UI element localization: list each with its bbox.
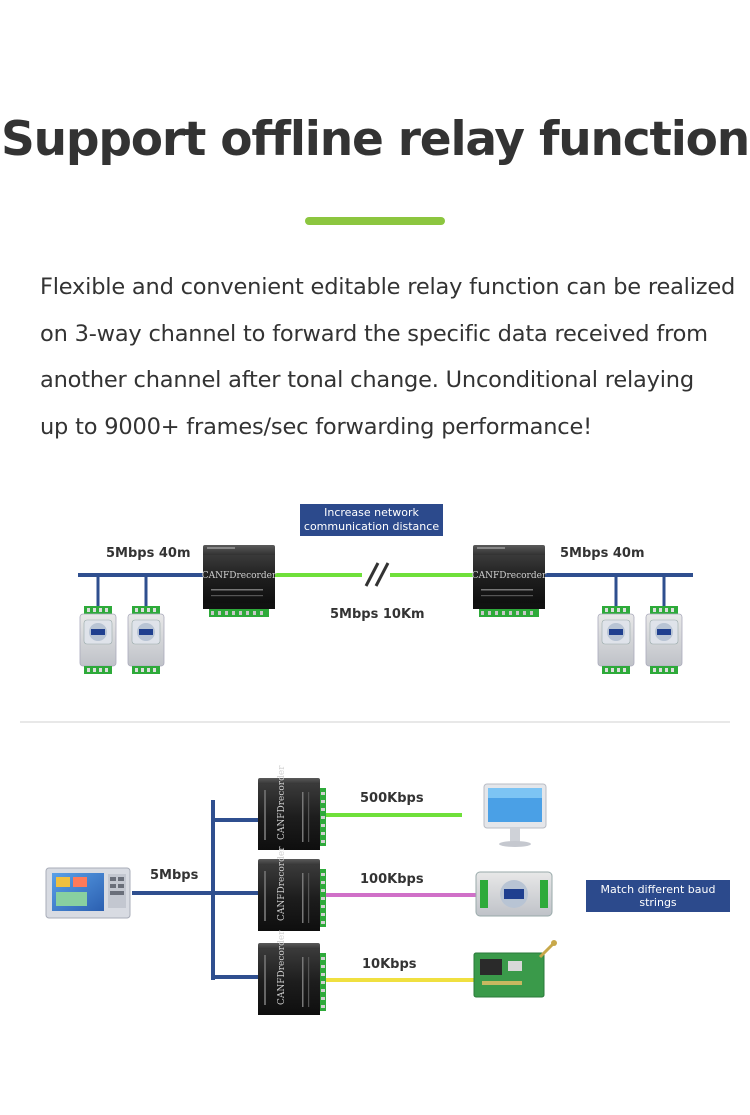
description-line: on 3-way channel to forward the specific… xyxy=(40,320,708,347)
baud-match-callout: Match different baud strings xyxy=(586,880,730,912)
canfd-recorder-icon: CANFDrecorder xyxy=(472,545,547,617)
description-text: Flexible and convenient editable relay f… xyxy=(40,264,736,450)
description-line: Flexible and convenient editable relay f… xyxy=(40,274,736,300)
canfd-recorder-icon: CANFDrecorder xyxy=(258,765,326,850)
callout-line: communication distance xyxy=(303,520,440,533)
page-title: Support offline relay function xyxy=(1,112,750,167)
hmi-panel-icon xyxy=(45,867,131,919)
computer-monitor-icon xyxy=(483,783,547,847)
branch-label-10k: 10Kbps xyxy=(362,957,417,972)
network-distance-callout: Increase network communication distance xyxy=(300,504,443,536)
din-rail-module-icon xyxy=(475,871,553,917)
source-bus-label: 5Mbps xyxy=(150,868,199,883)
branch-label-100k: 100Kbps xyxy=(360,872,424,887)
device-label: CANFDrecorder xyxy=(277,765,287,840)
device-label: CANFDrecorder xyxy=(472,571,547,581)
device-label: CANFDrecorder xyxy=(277,846,287,921)
section-divider xyxy=(20,721,730,723)
din-rail-module-icon xyxy=(597,605,635,675)
title-accent-bar xyxy=(305,217,445,225)
din-rail-module-icon xyxy=(79,605,117,675)
wireless-board-icon xyxy=(473,940,557,998)
device-label: CANFDrecorder xyxy=(277,930,287,1005)
callout-line: Increase network xyxy=(324,506,419,519)
din-rail-module-icon xyxy=(127,605,165,675)
description-line: up to 9000+ frames/sec forwarding perfor… xyxy=(40,413,592,440)
canfd-recorder-icon: CANFDrecorder xyxy=(258,930,326,1015)
description-line: another channel after tonal change. Unco… xyxy=(40,367,694,393)
link-label: 5Mbps 10Km xyxy=(330,607,425,622)
branch-label-500k: 500Kbps xyxy=(360,791,424,806)
right-bus-label: 5Mbps 40m xyxy=(560,546,645,561)
canfd-recorder-icon: CANFDrecorder xyxy=(202,545,277,617)
din-rail-module-icon xyxy=(645,605,683,675)
device-label: CANFDrecorder xyxy=(202,571,277,581)
left-bus-label: 5Mbps 40m xyxy=(106,546,191,561)
canfd-recorder-icon: CANFDrecorder xyxy=(258,846,326,931)
